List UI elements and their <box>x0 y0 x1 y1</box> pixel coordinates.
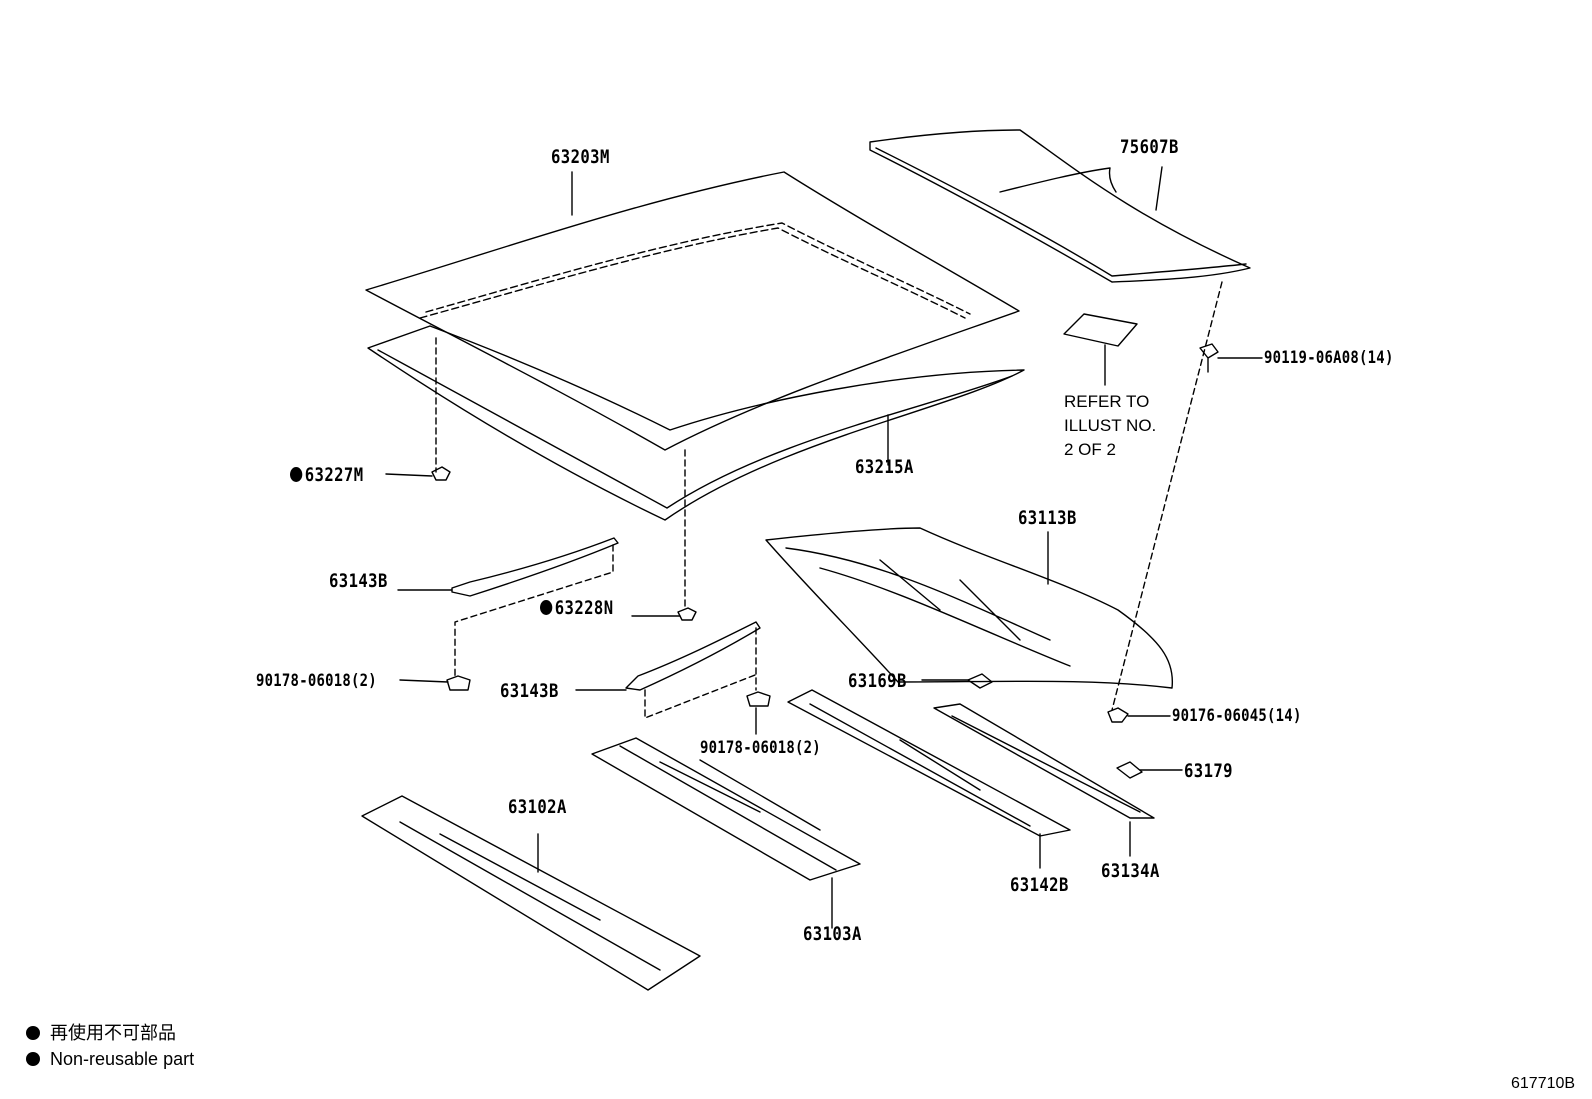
part-label-63103A[interactable]: 63103A <box>803 923 862 945</box>
part-label-63179[interactable]: 63179 <box>1184 760 1233 782</box>
part-label-63169B[interactable]: 63169B <box>848 670 907 692</box>
refer-note: REFER TO ILLUST NO. 2 OF 2 <box>1064 392 1157 459</box>
part-label-63143B-lower[interactable]: 63143B <box>500 680 559 702</box>
roof-inner-panel-drawing <box>765 527 1174 689</box>
part-label-75607B[interactable]: 75607B <box>1120 136 1179 158</box>
reference-pad-drawing <box>1063 313 1138 386</box>
legend: 再使用不可部品 Non-reusable part <box>26 1020 194 1072</box>
part-label-90176-06045[interactable]: 90176-06045(14) <box>1172 706 1302 726</box>
part-label-63102A[interactable]: 63102A <box>508 796 567 818</box>
roof-seal-drawing <box>367 325 1025 521</box>
part-label-63215A[interactable]: 63215A <box>855 456 914 478</box>
part-label-90178-06018-left[interactable]: 90178-06018(2) <box>256 671 377 691</box>
legend-row-japanese: 再使用不可部品 <box>26 1020 194 1046</box>
roof-moulding-drawing <box>869 129 1251 283</box>
part-label-90119-06A08[interactable]: 90119-06A08(14) <box>1264 348 1394 368</box>
part-label-90178-06018-center[interactable]: 90178-06018(2) <box>700 738 821 758</box>
part-label-63228N[interactable]: 63228N <box>540 597 614 619</box>
non-reusable-dot-icon <box>26 1052 40 1066</box>
roof-rail-rear-drawing <box>361 795 701 991</box>
roof-panel-drawing <box>365 171 1020 451</box>
roof-rail-front-drawing <box>591 737 861 929</box>
roof-bow-front-drawing <box>397 537 619 597</box>
part-label-63203M[interactable]: 63203M <box>551 146 610 168</box>
part-label-63227M[interactable]: 63227M <box>290 464 364 486</box>
roof-side-rail-drawing <box>933 703 1155 857</box>
part-label-63113B[interactable]: 63113B <box>1018 507 1077 529</box>
figure-id: 617710B <box>1511 1075 1576 1092</box>
non-reusable-dot-icon <box>290 467 303 482</box>
non-reusable-dot-icon <box>540 600 553 615</box>
part-label-63134A[interactable]: 63134A <box>1101 860 1160 882</box>
non-reusable-dot-icon <box>26 1026 40 1040</box>
part-label-63142B[interactable]: 63142B <box>1010 874 1069 896</box>
legend-row-english: Non-reusable part <box>26 1046 194 1072</box>
part-label-63143B-upper[interactable]: 63143B <box>329 570 388 592</box>
roof-bow-center-drawing <box>787 689 1071 869</box>
roof-bow-rear-drawing <box>575 621 761 691</box>
